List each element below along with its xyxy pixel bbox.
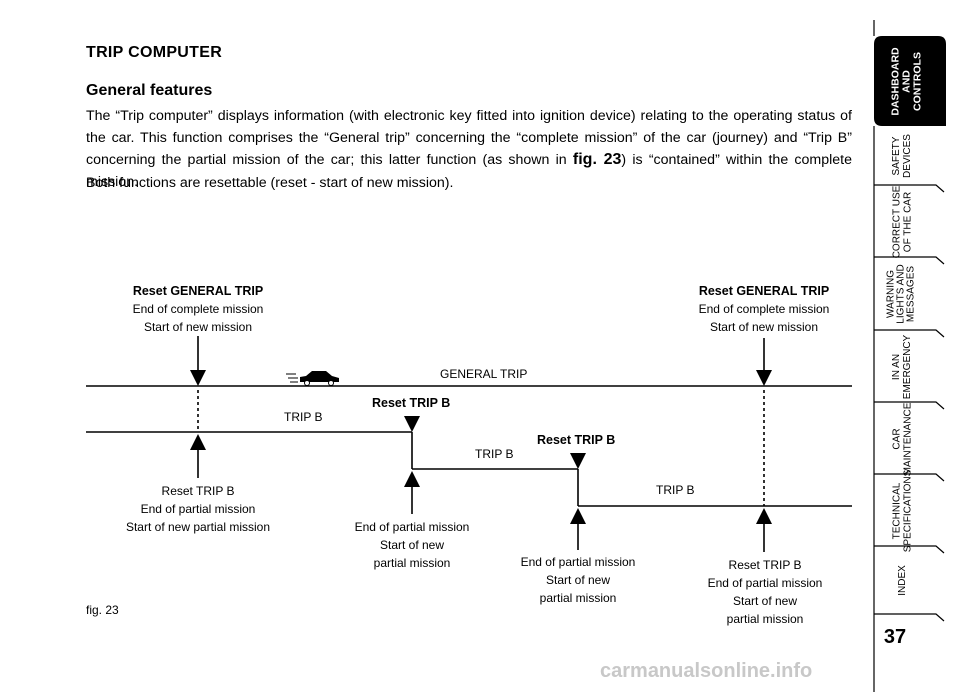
trip-b-label-3: TRIP B: [656, 483, 695, 497]
tab-safety-text: SAFETY DEVICES: [891, 134, 913, 178]
end-partial2-arrow-up: [570, 508, 586, 524]
bottom-right-label: Reset TRIP B End of partial mission Star…: [700, 556, 830, 628]
intro-text-b: ) is “contained” within the complete mis…: [86, 152, 852, 190]
bottom-mid1-line1: End of partial mission: [354, 520, 470, 534]
left-general-arrow-down: [190, 370, 206, 386]
tab-maintenance-line1: CAR: [891, 428, 903, 450]
tab-car-maintenance[interactable]: CAR MAINTENANCE: [862, 403, 942, 476]
tab-maintenance-text: CAR MAINTENANCE: [891, 403, 913, 476]
page-number: 37: [883, 626, 907, 648]
bottom-right-line3: Start of new: [732, 594, 798, 608]
bottom-mid2-line2: Start of new: [545, 573, 611, 587]
tab-dashboard-and-controls[interactable]: DASHBOARD AND CONTROLS: [862, 36, 942, 126]
tab-emergency-line1: IN AN: [891, 353, 903, 381]
tab-warning-lights[interactable]: WARNING LIGHTS AND MESSAGES: [862, 260, 942, 328]
reset-paragraph: Both functions are resettable (reset - s…: [86, 175, 454, 191]
tab-dividers: [873, 20, 945, 692]
active-tab-bg: [874, 36, 946, 126]
tab-safety-devices[interactable]: SAFETY DEVICES: [862, 128, 942, 184]
tab-technical-text: TECHNICAL SPECIFICATIONS: [891, 470, 913, 553]
reset-general-right-line2: Start of new mission: [709, 320, 819, 334]
tab-correct-use-line1: CORRECT USE: [891, 185, 903, 259]
tab-index[interactable]: INDEX: [862, 549, 942, 611]
intro-text-a: The “Trip computer” displays information…: [86, 108, 852, 168]
trip-b-label-1: TRIP B: [284, 410, 323, 424]
bottom-mid1-label: End of partial mission Start of new part…: [346, 518, 478, 572]
bottom-mid2-label: End of partial mission Start of new part…: [512, 553, 644, 607]
tab-safety-line2: DEVICES: [902, 134, 913, 178]
bottom-mid2-line1: End of partial mission: [520, 555, 636, 569]
figure-label: fig. 23: [86, 603, 119, 617]
tab-technical-specifications[interactable]: TECHNICAL SPECIFICATIONS: [862, 470, 942, 553]
bottom-left-line3: Start of new partial mission: [125, 520, 271, 534]
reset-general-left-line1: End of complete mission: [132, 302, 264, 316]
end-partial1-arrow-up: [404, 471, 420, 487]
tab-warning-text: WARNING LIGHTS AND MESSAGES: [886, 264, 917, 323]
watermark-text: carmanualsonline.info: [600, 660, 813, 682]
car-icon: [286, 371, 339, 386]
reset-tripb-label-2: Reset TRIP B: [537, 433, 616, 447]
page-title: TRIP COMPUTER: [86, 44, 223, 61]
tab-maintenance-line2: MAINTENANCE: [902, 402, 914, 476]
bottom-mid1-line3: partial mission: [373, 556, 451, 570]
reset-general-left-line2: Start of new mission: [143, 320, 253, 334]
tab-correct-use-line2: OF THE CAR: [902, 191, 914, 253]
trip-diagram: [86, 336, 852, 552]
tab-index-line1: INDEX: [896, 564, 908, 596]
bottom-right-line2: End of partial mission: [707, 576, 823, 590]
tab-safety-line1: SAFETY: [891, 136, 902, 176]
tab-correct-use-text: CORRECT USE OF THE CAR: [891, 186, 913, 259]
reset-general-right-heading: Reset GENERAL TRIP: [698, 284, 830, 298]
tab-warning-line3: MESSAGES: [906, 265, 917, 323]
bottom-left-line2: End of partial mission: [140, 502, 256, 516]
bottom-right-line4: partial mission: [726, 612, 804, 626]
tab-dashboard-text: DASHBOARD AND CONTROLS: [890, 47, 924, 115]
tab-index-text: INDEX: [897, 565, 908, 596]
trip-b-label-2: TRIP B: [475, 447, 514, 461]
bottom-mid1-line2: Start of new: [379, 538, 445, 552]
bottom-left-label: Reset TRIP B End of partial mission Star…: [118, 482, 278, 536]
bottom-left-line1: Reset TRIP B: [161, 484, 235, 498]
tab-technical-line1: TECHNICAL: [891, 482, 903, 540]
bottom-right-line1: Reset TRIP B: [728, 558, 802, 572]
reset-tripb1-arrow-down: [404, 416, 420, 432]
section-subtitle: General features: [86, 82, 213, 99]
reset-general-left-label: Reset GENERAL TRIP End of complete missi…: [125, 282, 271, 336]
tab-emergency-text: IN AN EMERGENCY: [891, 335, 913, 399]
intro-paragraph: The “Trip computer” displays information…: [86, 106, 852, 193]
right-general-arrow-down: [756, 370, 772, 386]
general-trip-label: GENERAL TRIP: [440, 367, 528, 381]
tab-emergency-line2: EMERGENCY: [902, 334, 914, 400]
reset-general-right-line1: End of complete mission: [698, 302, 830, 316]
tab-correct-use[interactable]: CORRECT USE OF THE CAR: [862, 186, 942, 259]
tab-dashboard-line3: CONTROLS: [911, 51, 924, 111]
reset-general-left-heading: Reset GENERAL TRIP: [132, 284, 264, 298]
bottom-mid2-line3: partial mission: [539, 591, 617, 605]
figure-reference: fig. 23: [572, 151, 622, 168]
reset-tripb2-arrow-down: [570, 453, 586, 469]
tab-technical-line2: SPECIFICATIONS: [902, 469, 914, 553]
sidebar-tabs: [873, 20, 946, 692]
tab-in-an-emergency[interactable]: IN AN EMERGENCY: [862, 333, 942, 401]
left-tripb-arrow-up: [190, 434, 206, 450]
reset-tripb-label-1: Reset TRIP B: [372, 396, 451, 410]
reset-general-right-label: Reset GENERAL TRIP End of complete missi…: [690, 282, 838, 336]
right-tripb-arrow-up: [756, 508, 772, 524]
